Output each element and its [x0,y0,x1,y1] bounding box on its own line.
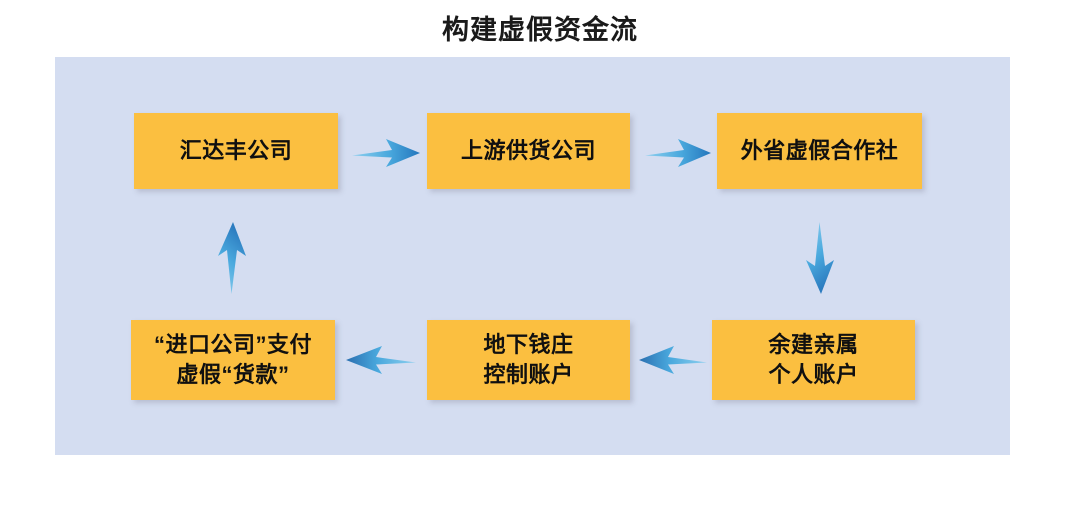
node-label-line1: “进口公司”支付 [153,332,312,357]
arrow-left-icon [639,341,707,379]
node-import-company-payment[interactable]: “进口公司”支付 虚假“货款” [131,320,335,400]
arrow-down-icon [800,222,838,294]
arrow-right-icon [645,134,711,172]
node-label-line2: 个人账户 [768,362,859,387]
node-relatives-personal-account[interactable]: 余建亲属 个人账户 [712,320,915,400]
node-label-line2: 控制账户 [483,362,574,387]
arrow-left-icon [346,341,416,379]
node-huidafeng[interactable]: 汇达丰公司 [134,113,338,189]
node-underground-bank-account[interactable]: 地下钱庄 控制账户 [427,320,630,400]
arrow-right-icon [352,134,420,172]
node-label-line1: 余建亲属 [768,332,859,357]
node-fake-cooperative[interactable]: 外省虚假合作社 [717,113,922,189]
arrow-up-icon [212,222,250,294]
node-label-line2: 虚假“货款” [176,362,290,387]
node-upstream-supplier[interactable]: 上游供货公司 [427,113,630,189]
node-label-line1: 地下钱庄 [483,332,574,357]
node-label: 上游供货公司 [460,138,596,163]
page-title: 构建虚假资金流 [442,15,638,45]
node-label: 外省虚假合作社 [740,138,899,163]
node-label: 汇达丰公司 [179,138,293,163]
